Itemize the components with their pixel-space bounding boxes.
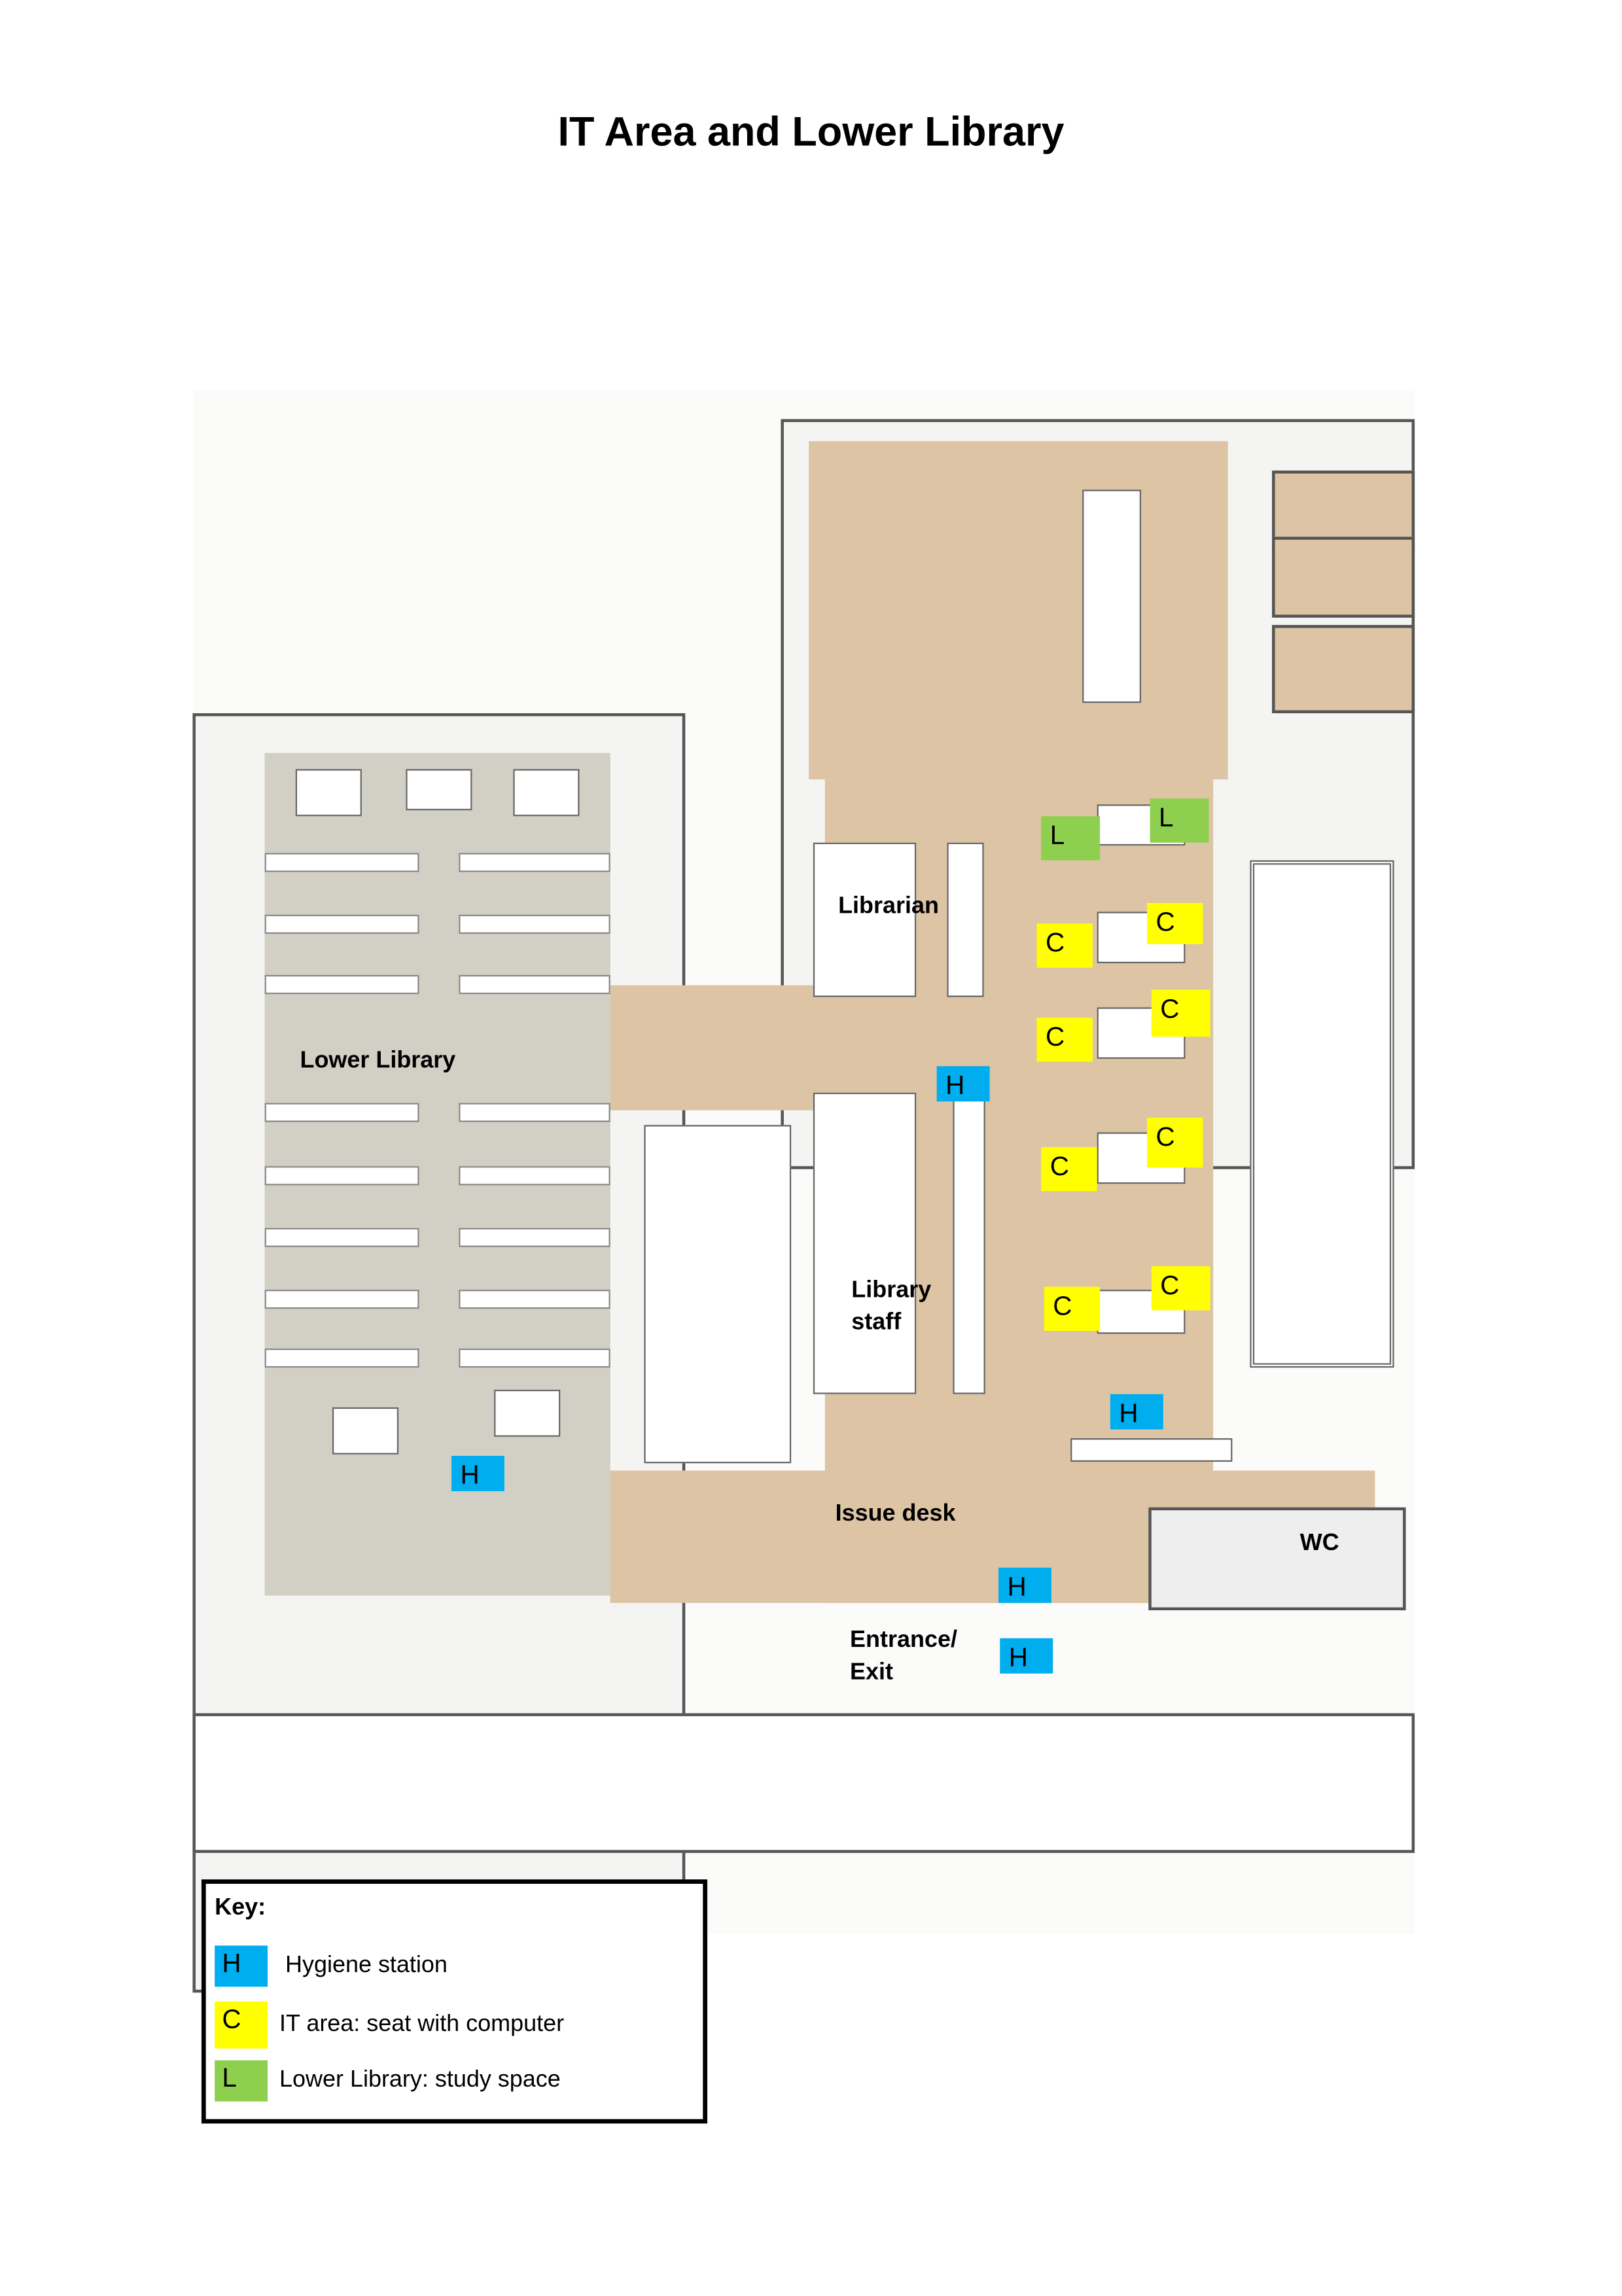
computer-seat-marker: C	[1147, 1118, 1203, 1168]
legend-heading: Key:	[215, 1896, 266, 1921]
north-room	[809, 441, 1228, 780]
legend-label: IT area: seat with computer	[279, 2011, 565, 2037]
computer-seat-marker: C	[1151, 1266, 1210, 1311]
lower-library-label: Lower Library	[300, 1048, 456, 1074]
library-desk-row	[264, 1166, 419, 1186]
study-space-marker: L	[1150, 798, 1209, 843]
study-swatch: L	[215, 2060, 268, 2102]
page-title: IT Area and Lower Library	[557, 109, 1065, 154]
side-room-2	[1272, 537, 1415, 618]
hygiene-station-marker: H	[1000, 1638, 1053, 1674]
wc-block	[1148, 1507, 1406, 1611]
library-desk-row	[264, 975, 419, 995]
hygiene-station-marker: H	[451, 1456, 504, 1491]
library-table	[494, 1389, 561, 1437]
hygiene-swatch: H	[215, 1945, 268, 1987]
library-table	[513, 769, 580, 817]
courtyard	[1250, 860, 1394, 1368]
library-desk-row	[459, 1103, 610, 1122]
computer-seat-marker: C	[1036, 923, 1093, 968]
library-desk-row	[459, 1166, 610, 1186]
entrance-corridor	[192, 1713, 1415, 1853]
library-desk-row	[264, 914, 419, 934]
library-desk-row	[459, 1227, 610, 1247]
library-desk-row	[459, 1348, 610, 1368]
computer-seat-marker: C	[1036, 1017, 1093, 1062]
staff-desk	[813, 1092, 917, 1394]
library-desk-row	[264, 853, 419, 872]
library-desk-row	[264, 1348, 419, 1368]
library-staff-label: Library	[851, 1278, 932, 1303]
library-table	[332, 1407, 399, 1455]
library-table	[295, 769, 362, 817]
issue-desk-label: Issue desk	[835, 1501, 956, 1527]
exit-label: Exit	[850, 1660, 894, 1686]
library-desk-row	[264, 1290, 419, 1309]
computer-seat-marker: C	[1041, 1147, 1097, 1192]
wc-label: WC	[1299, 1530, 1339, 1556]
meeting-table	[1082, 489, 1142, 703]
library-desk-row	[459, 914, 610, 934]
side-room-3	[1272, 625, 1415, 714]
legend-label: Lower Library: study space	[279, 2067, 561, 2093]
hygiene-station-marker: H	[1110, 1394, 1163, 1430]
librarian-counter	[947, 842, 984, 997]
entrance-label: Entrance/	[850, 1627, 957, 1653]
legend-label: Hygiene station	[285, 1952, 448, 1978]
computer-seat-marker: C	[1151, 989, 1210, 1037]
floor-plan	[192, 389, 1415, 1993]
hygiene-station-marker: H	[936, 1066, 990, 1102]
library-desk-row	[459, 1290, 610, 1309]
computer-seat-marker: C	[1147, 902, 1203, 944]
library-desk-row	[264, 1227, 419, 1247]
corridor-floor	[610, 985, 846, 1110]
library-desk-row	[264, 1103, 419, 1122]
office-block	[644, 1125, 792, 1464]
librarian-label: Librarian	[838, 894, 939, 919]
hygiene-station-marker: H	[998, 1567, 1051, 1603]
issue-counter	[1070, 1438, 1233, 1462]
legend-item-computer: C IT area: seat with computer	[215, 2001, 565, 2049]
library-staff-label-2: staff	[851, 1310, 902, 1335]
legend: Key: H Hygiene station C IT area: seat w…	[201, 1879, 708, 2124]
library-desk-row	[459, 975, 610, 995]
legend-item-study: L Lower Library: study space	[215, 2060, 561, 2102]
computer-seat-marker: C	[1044, 1286, 1101, 1331]
computer-swatch: C	[215, 2001, 268, 2049]
study-space-marker: L	[1041, 816, 1101, 860]
library-desk-row	[459, 853, 610, 872]
legend-item-hygiene: H Hygiene station	[215, 1945, 448, 1987]
staff-counter	[953, 1092, 985, 1394]
librarian-desk	[813, 842, 917, 997]
library-table	[406, 769, 472, 811]
